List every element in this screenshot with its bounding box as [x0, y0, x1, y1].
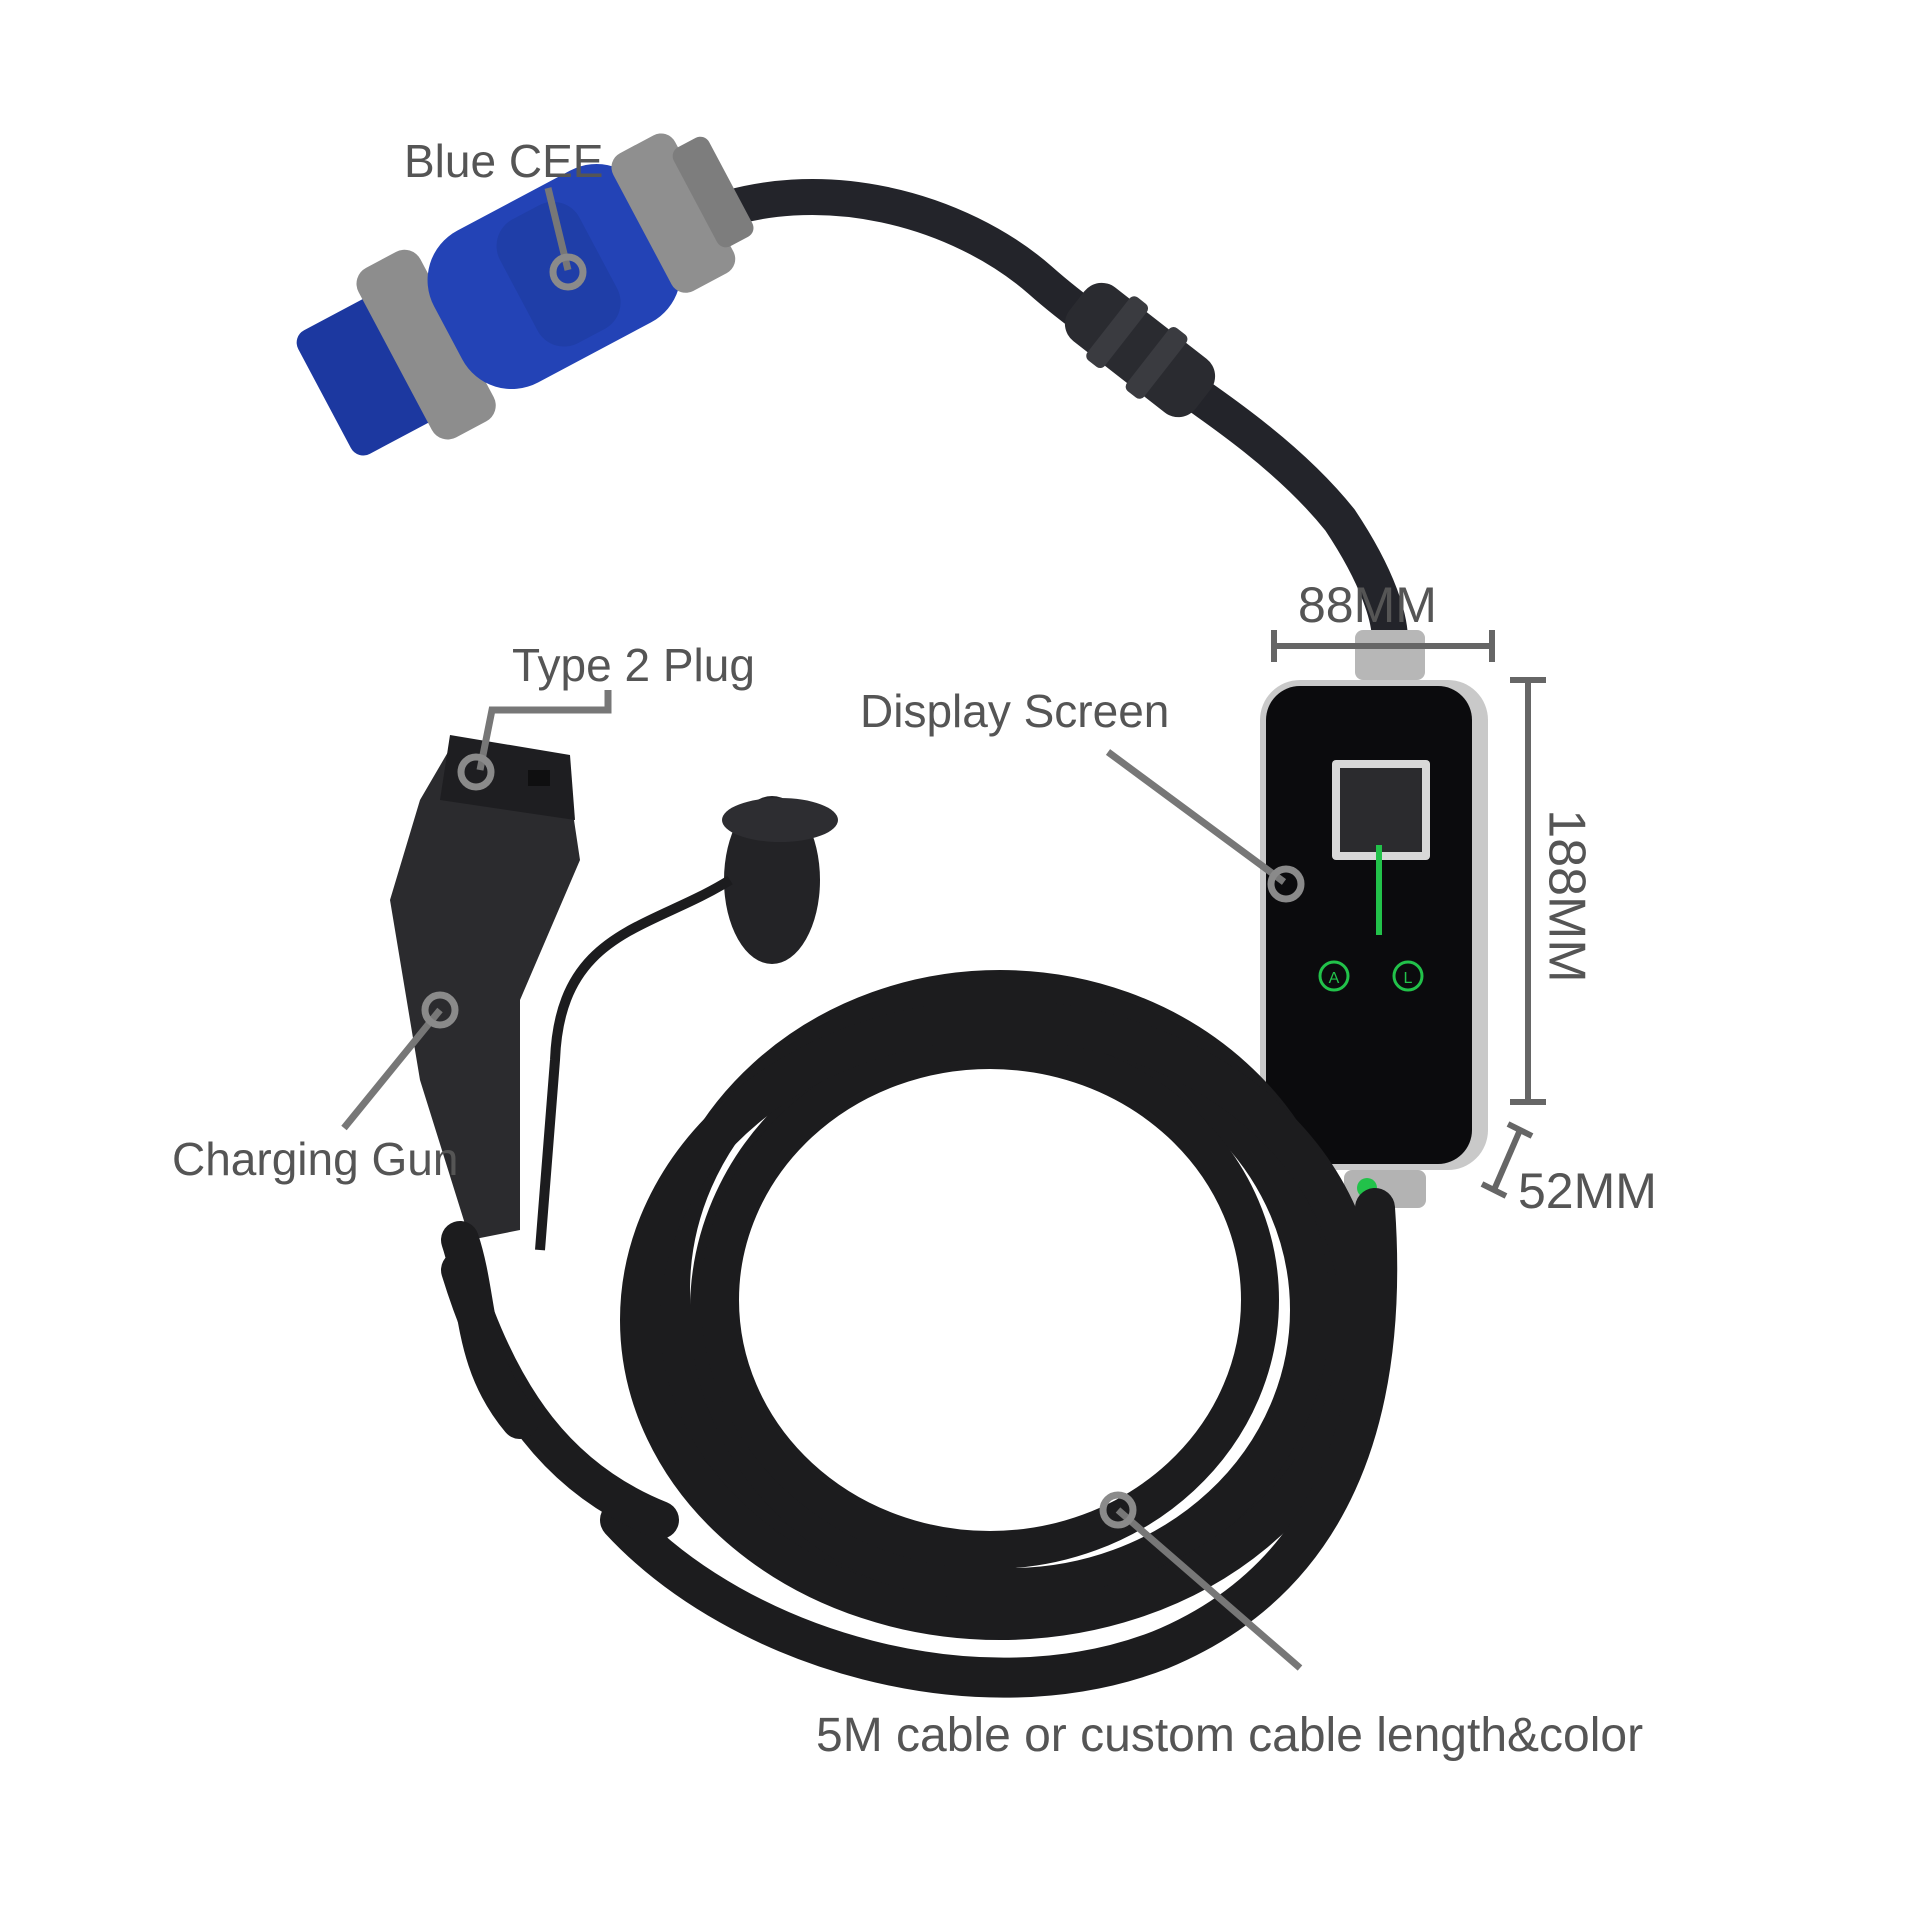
height-dimension-label: 188MM — [1537, 809, 1596, 983]
coiled-cable — [441, 970, 1398, 1698]
type2-plug-label: Type 2 Plug — [512, 639, 755, 691]
controller-button-a: A — [1329, 970, 1340, 987]
inline-connector — [1064, 282, 1216, 418]
dimension-lines — [1271, 630, 1546, 1199]
charging-gun — [390, 735, 838, 1439]
pointer-dots — [421, 253, 1305, 1529]
width-dimension-label: 88MM — [1298, 577, 1437, 633]
blue-cee-label: Blue CEE — [404, 135, 604, 187]
controller-box — [1260, 630, 1488, 1208]
charging-gun-label: Charging Gun — [172, 1133, 459, 1185]
cable-label: 5M cable or custom cable length&color — [816, 1709, 1644, 1762]
controller-button-l: L — [1404, 970, 1413, 987]
display-screen-label: Display Screen — [860, 685, 1170, 737]
blue-cee-plug — [296, 133, 754, 456]
input-cable — [682, 178, 1408, 658]
pointers — [341, 187, 1303, 1671]
depth-dimension-label: 52MM — [1518, 1163, 1657, 1219]
